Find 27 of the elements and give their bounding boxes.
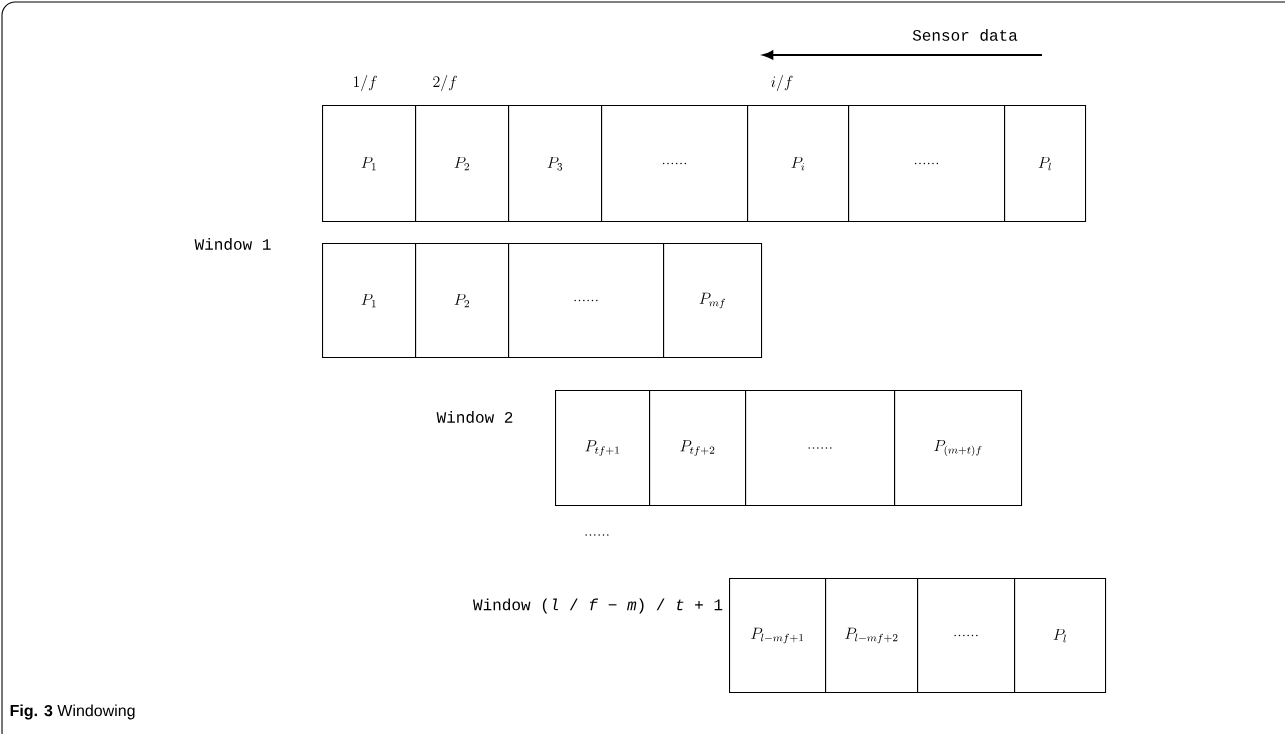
- time-label: $2/f$: [433, 75, 457, 91]
- sequence-cell: $P_{tf+1}$: [555, 390, 651, 507]
- sequence-cell: $P_{1}$: [322, 243, 417, 359]
- sequence-cell: $......$: [848, 105, 1006, 223]
- sequence-cell: $P_{tf+2}$: [649, 390, 747, 507]
- window-label: Window 2: [436, 411, 513, 423]
- sequence-cell: $P_{1}$: [322, 105, 417, 223]
- sequence-cell: $P_{3}$: [508, 105, 603, 223]
- flow-label: Sensor data: [912, 29, 1018, 41]
- dots-label: $......$: [585, 534, 609, 536]
- sequence-cell: $P_{i}$: [747, 105, 850, 223]
- time-label: $1/f$: [353, 75, 377, 91]
- sequence-cell: $......$: [601, 105, 749, 223]
- sequence-cell: $P_{l}$: [1014, 578, 1107, 694]
- sequence-cell: $P_{2}$: [415, 105, 510, 223]
- sequence-cell: $P_{l-mf+1}$: [729, 578, 827, 694]
- sequence-cell: $P_{(m+t)f}$: [894, 390, 1023, 507]
- time-label: $i/f$: [771, 75, 793, 91]
- window-label: Window 1: [194, 238, 271, 250]
- sequence-cell: $P_{l-mf+2}$: [825, 578, 919, 694]
- sequence-cell: $P_{l}$: [1004, 105, 1087, 223]
- sequence-cell: $P_{2}$: [415, 243, 510, 359]
- sequence-cell: $......$: [917, 578, 1016, 694]
- sequence-cell: $......$: [508, 243, 665, 359]
- sequence-cell: $P_{mf}$: [663, 243, 763, 359]
- caption: Fig. 3 Windowing: [10, 704, 135, 720]
- sequence-cell: $......$: [745, 390, 896, 507]
